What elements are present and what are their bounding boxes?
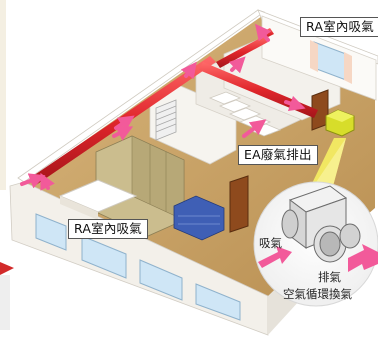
airflow-arrow-icon	[284, 95, 306, 112]
label-ra-left: RA室內吸氣	[68, 219, 148, 239]
exhaust-arrow-icon	[348, 244, 378, 272]
airflow-arrow-icon	[180, 61, 197, 80]
airflow-arrow-icon	[228, 56, 246, 74]
bed	[58, 179, 138, 220]
airflow-arrow-icon	[20, 173, 46, 189]
facade-windows	[35, 213, 241, 321]
ventilation-fan-icon	[281, 185, 361, 263]
label-unit-name: 空氣循環換氣	[283, 287, 352, 301]
airflow-arrow-icon	[242, 119, 267, 138]
label-intake: 吸氣	[259, 236, 282, 250]
blinds-window	[155, 99, 177, 141]
label-exhaust: 排氣	[318, 270, 341, 284]
label-ra-top: RA室內吸氣	[300, 17, 378, 37]
wardrobe	[95, 135, 185, 237]
airflow-arrows	[20, 23, 306, 191]
drawer-cabinet	[173, 195, 225, 241]
intake-arrow-icon	[258, 246, 292, 268]
left-edge-object	[0, 0, 14, 330]
back-window	[310, 40, 352, 84]
label-ea: EA廢氣排出	[238, 145, 318, 165]
zoom-circle	[253, 181, 378, 307]
fan-box	[325, 109, 355, 137]
airflow-arrow-icon	[40, 172, 55, 191]
airflow-arrow-icon	[112, 126, 134, 141]
unit-arrows	[258, 244, 378, 272]
airflow-arrow-icon	[255, 23, 272, 42]
